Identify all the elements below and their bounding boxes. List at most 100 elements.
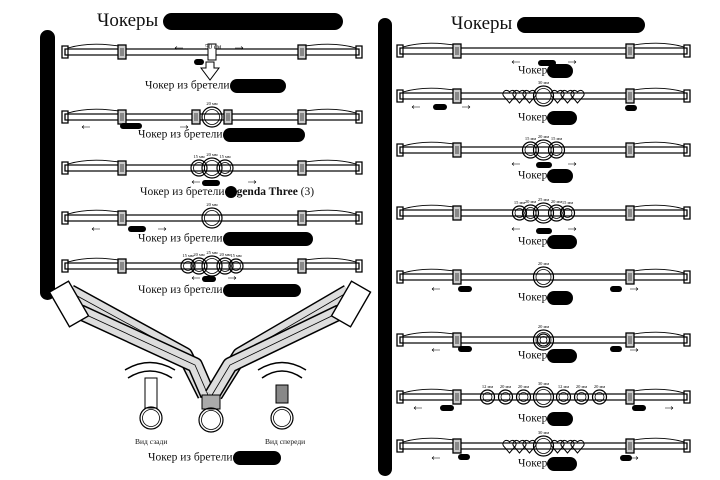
strap-band	[402, 209, 685, 217]
length-arrow	[462, 105, 471, 109]
strap-band	[402, 146, 685, 154]
redaction-mark	[620, 455, 632, 461]
redaction-mark	[458, 286, 472, 292]
hook-icon	[396, 390, 404, 404]
heart-charm	[512, 439, 527, 454]
hook-icon	[355, 110, 363, 124]
strap-band	[67, 262, 357, 270]
ring-size-label: 15 мм	[219, 154, 230, 159]
ring-size-label: 15 мм	[182, 253, 193, 258]
caption-right-6: Чокер	[518, 349, 578, 363]
ring-size-label: 15 мм	[562, 200, 573, 205]
slider-buckle-inner	[120, 164, 124, 172]
slider-buckle-inner	[120, 214, 124, 222]
ring-inner	[204, 109, 220, 125]
ring-size-label: 20 мм	[193, 252, 204, 257]
caption-right-1: Чокер	[518, 64, 574, 78]
ring-inner	[273, 409, 291, 427]
ring-size-label: 30 мм	[538, 381, 549, 386]
length-arrow	[568, 227, 577, 231]
ring-size-label: 20 мм	[518, 384, 529, 389]
slider-buckle-inner	[120, 113, 124, 121]
length-arrow	[511, 227, 520, 231]
redaction-bar-right	[378, 18, 392, 476]
slider-buckle-inner	[300, 164, 304, 172]
hook-icon	[61, 110, 69, 124]
slider-buckle-inner	[300, 113, 304, 121]
woven-strands-back	[124, 361, 176, 379]
length-arrow	[191, 276, 200, 280]
ring	[536, 333, 551, 347]
size-label: 50 см	[205, 43, 222, 51]
ring-inner	[500, 392, 511, 402]
ring-size-label: 20 мм	[500, 384, 511, 389]
ring-inner	[204, 258, 220, 274]
ring-inner	[535, 269, 552, 285]
strap-loop	[402, 437, 460, 443]
ring	[216, 257, 234, 275]
length-arrow	[235, 46, 244, 50]
strap-band	[402, 336, 685, 344]
redaction-mark	[625, 105, 637, 111]
slider-buckle-inner	[628, 47, 632, 55]
slider-buckle-inner	[628, 273, 632, 281]
hook-icon	[683, 439, 691, 453]
strap-band	[402, 393, 685, 401]
strap-loop	[627, 42, 685, 48]
ring	[198, 407, 224, 433]
strap-loop	[627, 437, 685, 443]
hook-icon	[683, 44, 691, 58]
ring-inner	[535, 389, 552, 405]
slider-buckle-inner	[120, 262, 124, 270]
ring-size-label: 25 мм	[206, 250, 217, 255]
caption-right-4: Чокер	[518, 235, 578, 249]
hook-icon	[61, 211, 69, 225]
woven-band-right-2-center	[211, 311, 341, 396]
ring-size-label: 20 мм	[219, 252, 230, 257]
length-arrow	[81, 125, 90, 129]
length-arrow	[191, 180, 200, 184]
strap-band	[402, 47, 685, 55]
caption-right-3: Чокер	[518, 169, 574, 183]
slider-buckle-inner	[300, 214, 304, 222]
ring	[511, 205, 528, 221]
strap-loop	[402, 87, 460, 93]
slider-buckle-inner	[300, 262, 304, 270]
strap-loop	[67, 209, 125, 215]
ring	[180, 258, 196, 274]
slider-buckle-inner	[455, 442, 459, 450]
center-slider	[207, 43, 217, 61]
strap-loop	[627, 204, 685, 210]
strap-loop	[299, 209, 357, 215]
hook-icon	[683, 390, 691, 404]
slider-buckle-inner	[455, 393, 459, 401]
hook-icon	[396, 270, 404, 284]
hook-icon	[396, 333, 404, 347]
heart-charm	[502, 89, 517, 104]
ring-size-label: 20 мм	[551, 199, 562, 204]
ring	[555, 389, 572, 405]
caption-left-bottom: Чокер из бретели	[148, 451, 281, 465]
front-view-label: Вид спереди	[265, 437, 306, 446]
heart-charm	[570, 439, 585, 454]
strap-loop	[299, 159, 357, 165]
ring	[532, 386, 555, 408]
ring-size-label: 20 мм	[525, 199, 536, 204]
ring-inner	[535, 88, 552, 104]
ring-inner	[142, 409, 160, 427]
slider-buckle-inner	[628, 92, 632, 100]
ring	[521, 141, 540, 159]
strap-loop	[67, 257, 125, 263]
ring	[532, 139, 555, 161]
ring-inner	[514, 208, 525, 218]
hook-icon	[355, 161, 363, 175]
ring	[521, 204, 540, 222]
strap-band	[67, 164, 357, 172]
redaction-mark	[536, 162, 552, 168]
ring-size-label: 20 мм	[538, 324, 549, 329]
caption-right-5: Чокер	[518, 291, 574, 305]
hook-icon	[396, 89, 404, 103]
strap-loop	[627, 141, 685, 147]
length-arrow	[630, 348, 639, 352]
